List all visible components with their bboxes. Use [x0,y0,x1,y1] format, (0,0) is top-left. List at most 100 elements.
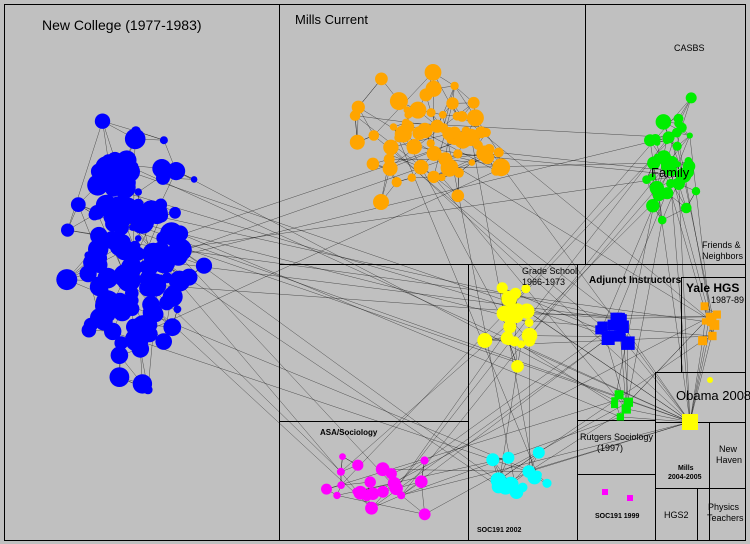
edge [393,126,538,475]
grade-school-label-1: Grade School [522,266,577,276]
network-node [475,126,487,139]
network-node [666,178,676,189]
network-node [661,159,675,173]
network-node [394,133,404,143]
network-node [366,487,380,501]
network-node [113,176,136,199]
network-node [81,322,97,338]
network-node [129,224,136,231]
network-node [519,303,535,319]
network-node [190,176,198,183]
edge [382,468,529,472]
network-node [466,109,484,127]
edge [401,135,690,496]
network-node [542,478,552,488]
network-node [163,318,182,337]
network-node [517,340,526,349]
network-node [705,312,714,321]
edge [405,122,669,138]
edge [689,340,703,423]
edge [336,495,425,515]
edge [133,137,669,268]
edge [121,170,497,344]
network-node [453,167,464,178]
grade-school-label-2: 1966-1973 [522,277,565,287]
edge [669,169,710,317]
new-college-label: New College (1977-1983) [42,17,202,33]
edge [515,293,600,331]
network-node [366,157,380,171]
network-node [84,251,93,260]
network-node [391,177,402,188]
network-node [349,110,361,121]
network-node [169,270,191,292]
network-node [352,459,364,471]
network-node [387,476,401,490]
network-node [425,80,442,97]
edge [433,153,485,178]
network-node [614,330,626,342]
network-node [383,153,395,165]
family-label: Family [651,165,690,180]
network-node [134,235,142,242]
edge [442,114,517,493]
edge [390,147,691,423]
network-node [597,321,608,332]
network-node [168,238,192,262]
edge [122,241,706,322]
network-node [417,122,433,139]
network-node [614,390,624,400]
network-node [110,346,129,365]
network-node [517,482,528,493]
network-node [146,263,158,275]
network-node [426,108,436,118]
network-node [426,139,435,148]
network-node [681,202,692,214]
network-node [156,170,170,185]
network-node [611,397,618,404]
network-node [448,126,461,139]
edge [689,321,712,423]
network-node [321,483,332,495]
edge [391,460,425,474]
edge [449,162,654,169]
network-node [438,110,447,119]
new-haven-label-2: Haven [716,455,742,465]
network-node [648,173,656,181]
network-node [161,272,173,284]
network-node [337,481,345,490]
adjunct-label: Adjunct Instructors [589,275,682,286]
edge [676,132,712,322]
network-node [333,491,341,500]
rutgers-label-2: (1997) [597,443,623,453]
edge [67,121,103,231]
network-node [698,336,708,346]
physics-label-2: Teachers [707,513,744,523]
network-node [650,134,661,145]
network-node [468,159,476,166]
network-node [686,132,693,139]
network-node [373,194,389,210]
network-node [473,140,483,150]
network-node [427,170,440,184]
edge [163,261,499,487]
network-node [87,174,109,196]
network-node [151,241,170,260]
network-node [616,413,624,421]
edge [163,261,617,319]
edge [677,164,691,423]
network-node [383,164,392,174]
edge [498,340,703,481]
edge [626,220,663,409]
network-node [104,322,122,341]
network-node [453,149,463,159]
soc191-1999-label: SOC191 1999 [595,513,639,520]
network-node [700,302,709,311]
network-node [88,208,101,221]
network-node [672,141,682,151]
network-node [621,404,631,414]
edge [619,335,691,423]
edge [509,298,691,423]
network-node [707,377,713,383]
edge [689,316,710,423]
